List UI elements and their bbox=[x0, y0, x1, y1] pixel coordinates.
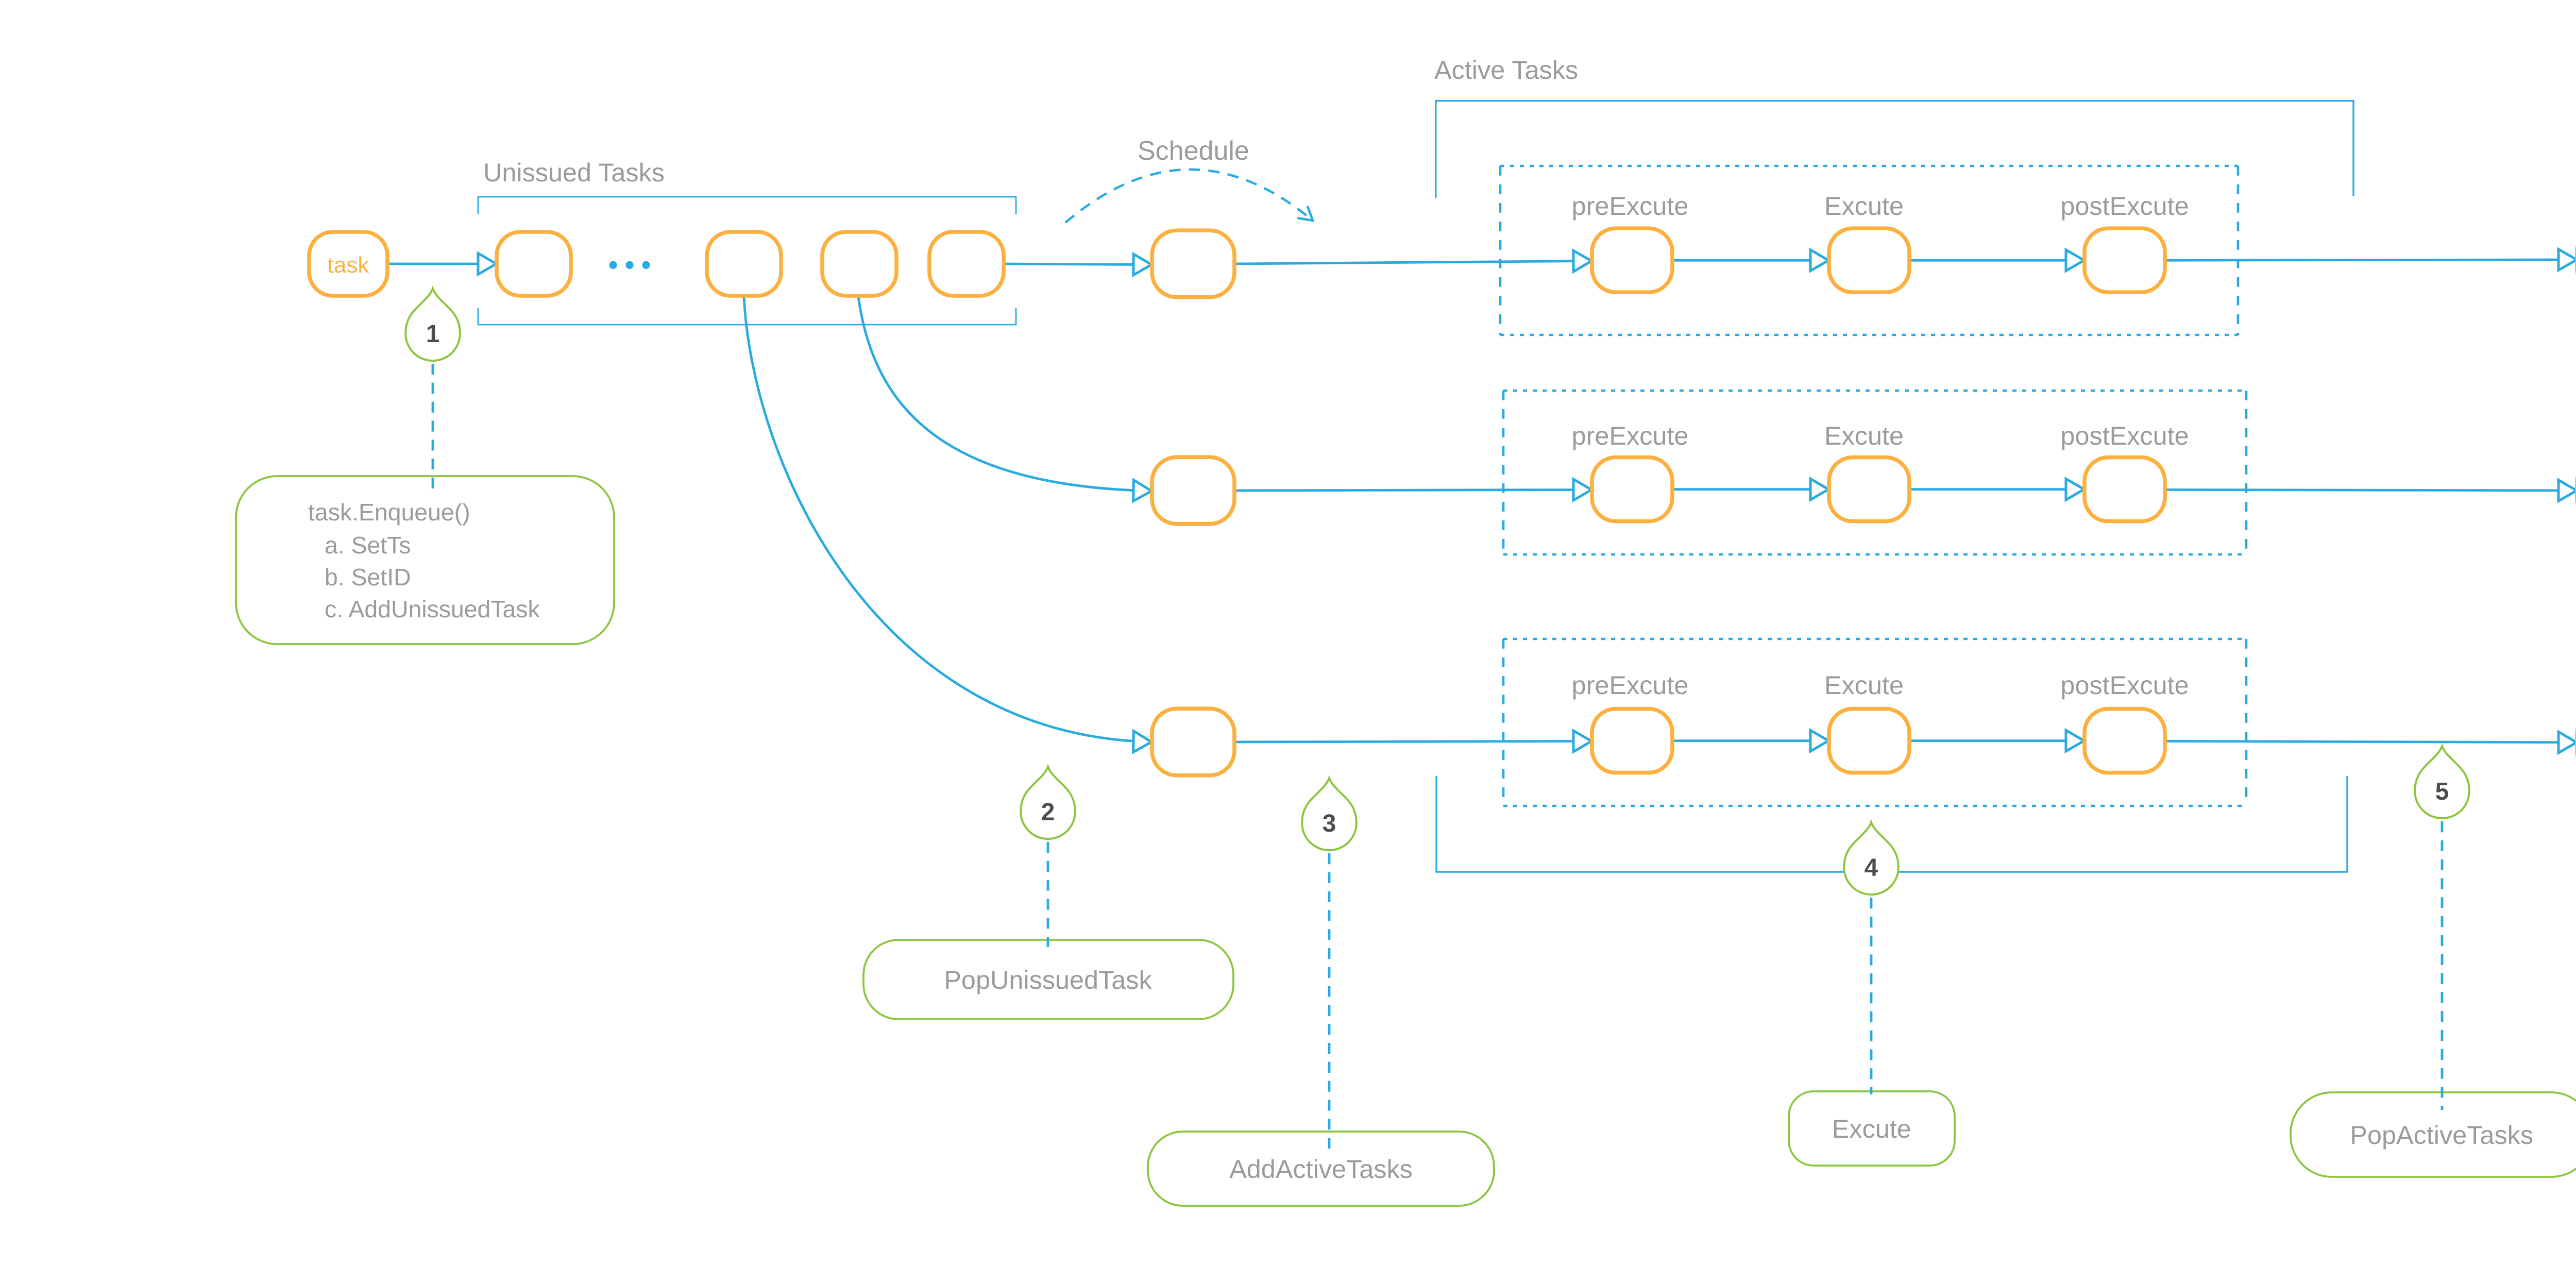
annotation-add-active-box bbox=[1147, 1131, 1495, 1207]
step-marker-1-drop-icon bbox=[404, 285, 461, 362]
active-tasks-label: Active Tasks bbox=[1434, 55, 1578, 85]
queue-node-4 bbox=[927, 230, 1006, 298]
annotation-pop-unissued: PopUnissuedTask bbox=[862, 939, 1234, 1020]
step-marker-4-drop-icon bbox=[1843, 819, 1900, 896]
step-marker-3-number: 3 bbox=[1323, 810, 1336, 837]
annotation-add-active: AddActiveTasks bbox=[1147, 1131, 1495, 1207]
stage-label-row2-post: postExcute bbox=[2060, 421, 2189, 450]
step-marker-2-drop-icon bbox=[1020, 763, 1076, 840]
annotation-enqueue-box bbox=[235, 475, 615, 645]
pipeline-box-row3-horizontal-edges bbox=[1503, 637, 2246, 807]
flow-arrow-queue-to-schedule1 bbox=[1003, 264, 1152, 265]
annotation-pop-active: PopActiveTasks bbox=[2290, 1091, 2576, 1178]
annotation-enqueue-title: task.Enqueue() bbox=[308, 499, 470, 526]
step-marker-4: 4 bbox=[1843, 819, 1900, 896]
schedule-dashed-arc-arrow bbox=[1064, 168, 1315, 224]
schedule-node-row3 bbox=[1150, 706, 1236, 778]
queue-node-3 bbox=[820, 230, 899, 298]
stage-label-row3-ex: Excute bbox=[1824, 670, 1904, 700]
pipeline-box-row2-vertical-edges bbox=[1502, 391, 2248, 554]
step-marker-3-drop-icon bbox=[1301, 774, 1358, 852]
pipeline-box-row1 bbox=[1499, 164, 2240, 336]
post-excute-node-row2 bbox=[2082, 455, 2167, 524]
stage-label-row3-post: postExcute bbox=[2060, 670, 2189, 700]
stage-label-row3-pre: preExcute bbox=[1572, 670, 1689, 700]
step-marker-3: 3 bbox=[1301, 774, 1358, 852]
excute-node-row3 bbox=[1827, 706, 1911, 775]
flow-arrow-post2-to-end2 bbox=[2164, 490, 2576, 491]
schedule-node-row1 bbox=[1150, 228, 1236, 299]
post-excute-node-row3 bbox=[2082, 706, 2167, 775]
active-bracket-top bbox=[1435, 99, 2354, 198]
annotation-pop-unissued-label: PopUnissuedTask bbox=[944, 965, 1152, 994]
schedule-node-row2 bbox=[1150, 455, 1236, 526]
stage-label-row1-post: postExcute bbox=[2060, 191, 2189, 221]
pre-excute-node-row3 bbox=[1590, 706, 1674, 775]
post-excute-node-row1 bbox=[2082, 226, 2167, 295]
step-marker-5-number: 5 bbox=[2435, 778, 2449, 805]
queue-node-2 bbox=[705, 230, 783, 298]
flow-arrow-schedule2-to-pre2 bbox=[1234, 490, 1592, 491]
pipeline-box-row2-horizontal-edges bbox=[1503, 389, 2246, 556]
flow-arrow-schedule1-to-pre1 bbox=[1234, 261, 1592, 264]
queue-ellipsis-icon bbox=[609, 261, 650, 269]
annotation-enqueue-item-c: c. AddUnissuedTask bbox=[325, 596, 540, 622]
queue-node-1 bbox=[495, 230, 573, 298]
step-marker-1: 1 bbox=[404, 285, 461, 362]
unissued-tasks-label: Unissued Tasks bbox=[483, 158, 665, 187]
step-marker-4-number: 4 bbox=[1865, 854, 1878, 882]
stage-label-row1-pre: preExcute bbox=[1572, 191, 1689, 221]
step-marker-1-number: 1 bbox=[426, 320, 440, 348]
annotation-pop-active-label: PopActiveTasks bbox=[2350, 1120, 2533, 1150]
flow-curve-queue-to-schedule2 bbox=[857, 296, 1152, 491]
pipeline-box-row1-vertical-edges bbox=[1499, 166, 2240, 335]
flow-arrow-post3-to-end3 bbox=[2164, 741, 2576, 742]
annotation-add-active-label: AddActiveTasks bbox=[1229, 1154, 1413, 1184]
annotation-enqueue-item-a: a. SetTs bbox=[325, 532, 411, 559]
pipeline-box-row3 bbox=[1502, 637, 2248, 807]
stage-label-row2-ex: Excute bbox=[1824, 421, 1904, 450]
annotation-enqueue-item-b: b. SetID bbox=[325, 564, 411, 591]
pipeline-box-row2 bbox=[1502, 389, 2248, 556]
flow-arrow-schedule3-to-pre3 bbox=[1234, 741, 1592, 742]
pre-excute-node-row1 bbox=[1590, 226, 1674, 295]
excute-node-row1 bbox=[1827, 226, 1911, 295]
flow-curve-queue-to-schedule3 bbox=[742, 296, 1152, 742]
annotation-excute-label: Excute bbox=[1832, 1114, 1911, 1143]
unissued-bracket-top bbox=[477, 196, 1017, 214]
stage-label-row2-pre: preExcute bbox=[1572, 421, 1689, 450]
step-marker-2-number: 2 bbox=[1041, 799, 1055, 826]
excute-node-row2 bbox=[1827, 455, 1911, 524]
pipeline-box-row3-vertical-edges bbox=[1502, 639, 2248, 806]
schedule-group: Schedule bbox=[1064, 136, 1315, 224]
annotation-excute: Excute bbox=[1788, 1090, 1956, 1167]
task-node bbox=[307, 230, 389, 298]
step-marker-2: 2 bbox=[1020, 763, 1076, 840]
step-marker-5-drop-icon bbox=[2414, 743, 2470, 820]
schedule-label: Schedule bbox=[1138, 136, 1249, 166]
stage-label-row1-ex: Excute bbox=[1824, 191, 1904, 221]
task-node-label: task bbox=[328, 252, 370, 278]
annotation-enqueue: task.Enqueue() a. SetTs b. SetID c. AddU… bbox=[235, 475, 615, 645]
step-marker-5: 5 bbox=[2414, 743, 2470, 820]
pre-excute-node-row2 bbox=[1590, 455, 1674, 524]
